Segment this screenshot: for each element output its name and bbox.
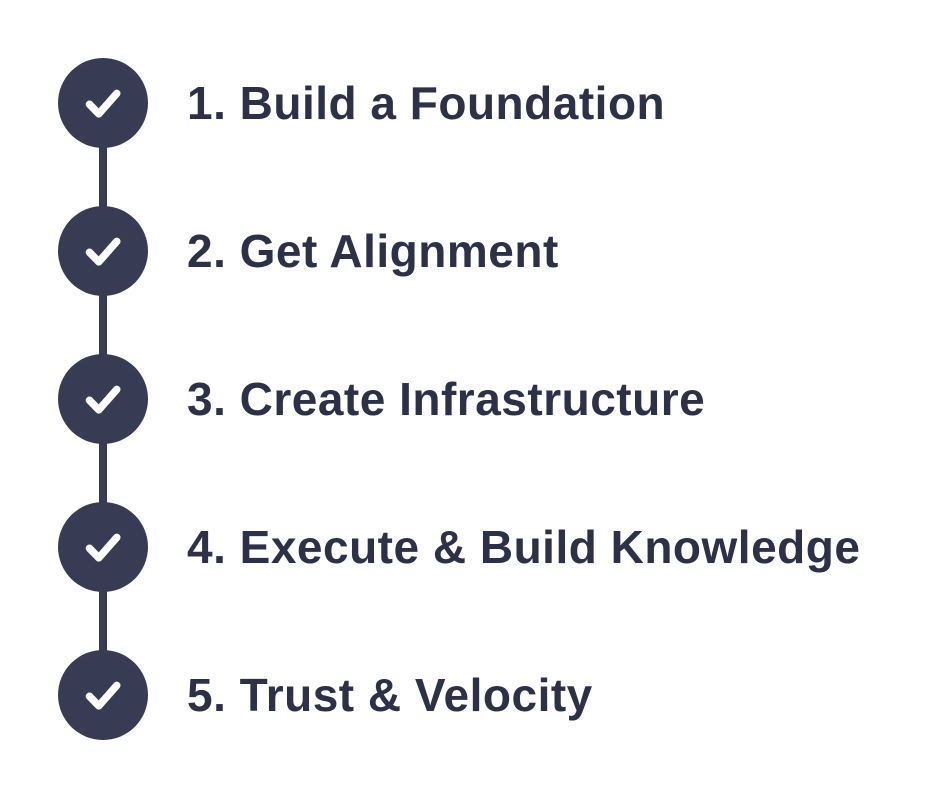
step-item-5: 5. Trust & Velocity: [58, 650, 860, 740]
check-circle: [58, 58, 148, 148]
step-label: 1. Build a Foundation: [187, 77, 666, 129]
check-circle: [58, 206, 148, 296]
step-item-3: 3. Create Infrastructure: [58, 354, 860, 444]
check-circle: [58, 650, 148, 740]
check-circle: [58, 354, 148, 444]
checkmark-icon: [85, 533, 121, 562]
steps-list: 1. Build a Foundation 2. Get Alignment 3…: [58, 58, 860, 740]
checkmark-icon: [85, 89, 121, 118]
step-label: 5. Trust & Velocity: [187, 669, 593, 721]
checkmark-icon: [85, 681, 121, 710]
step-item-1: 1. Build a Foundation: [58, 58, 860, 148]
step-label: 4. Execute & Build Knowledge: [187, 521, 861, 573]
check-circle: [58, 502, 148, 592]
step-label: 2. Get Alignment: [187, 225, 559, 277]
step-item-4: 4. Execute & Build Knowledge: [58, 502, 860, 592]
checkmark-icon: [85, 385, 121, 414]
checkmark-icon: [85, 237, 121, 266]
step-label: 3. Create Infrastructure: [187, 373, 706, 425]
step-item-2: 2. Get Alignment: [58, 206, 860, 296]
